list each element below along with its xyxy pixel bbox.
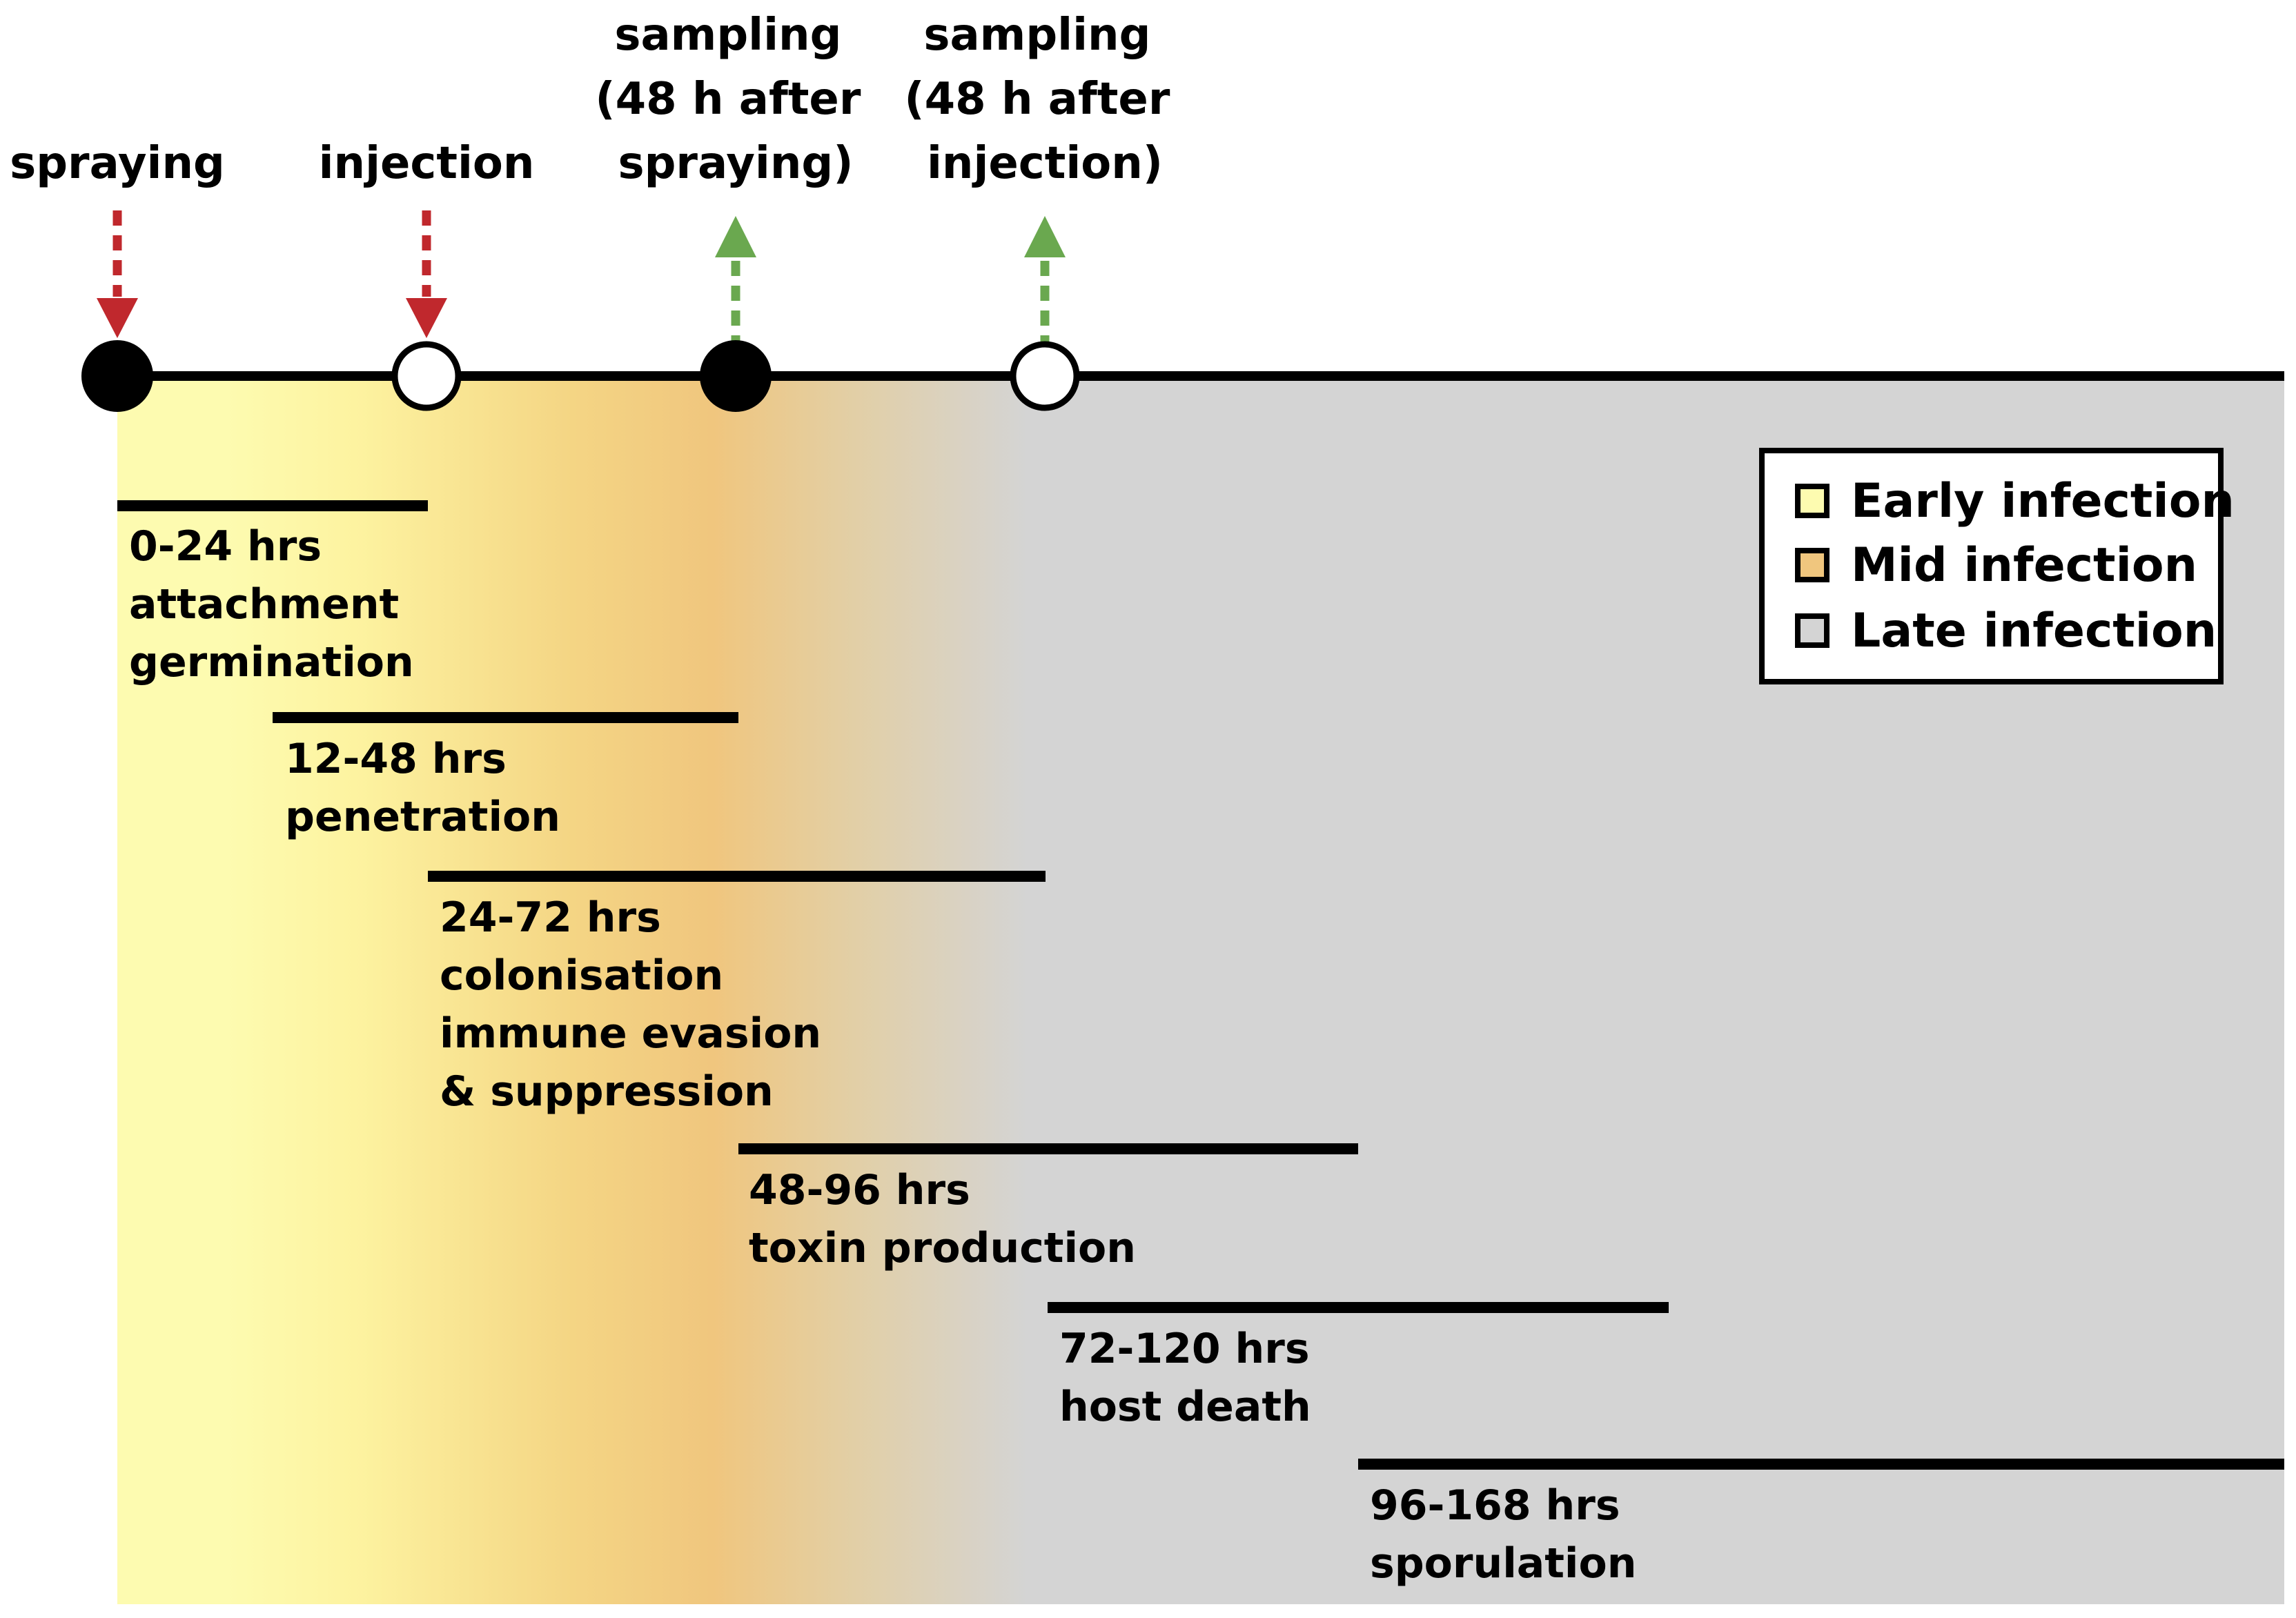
phase-text: 72-120 hrs host death (1059, 1325, 1324, 1431)
event-sampling-after-spraying: sampling (48 h after spraying) (595, 10, 876, 412)
event-label: spraying (10, 138, 225, 189)
legend-swatch-early (1795, 484, 1829, 518)
phase-text: 0-24 hrs attachment germination (129, 522, 414, 687)
legend-label: Mid infection (1851, 538, 2197, 593)
phase-96-168-hrs: 96-168 hrs sporulation (1358, 1459, 2284, 1588)
legend-item-mid: Mid infection (1795, 538, 2197, 593)
phase-text: 48-96 hrs toxin production (749, 1166, 1136, 1272)
event-spraying: spraying (10, 138, 225, 412)
phase-0-24-hrs: 0-24 hrs attachment germination (117, 500, 428, 687)
event-label: sampling (48 h after spraying) (595, 10, 876, 189)
legend-swatch-late (1795, 613, 1829, 648)
open-circle-marker (391, 341, 462, 411)
legend: Early infection Mid infection Late infec… (1759, 448, 2235, 684)
legend-item-late: Late infection (1795, 604, 2217, 658)
event-label: injection (319, 138, 535, 189)
legend-label: Late infection (1851, 604, 2217, 658)
open-circle-marker (1010, 341, 1080, 411)
phase-text: 24-72 hrs colonisation immune evasion & … (440, 894, 836, 1116)
down-arrow-icon (406, 298, 447, 338)
phase-48-96-hrs: 48-96 hrs toxin production (738, 1143, 1358, 1272)
event-sampling-after-injection: sampling (48 h after injection) (904, 10, 1185, 411)
phase-text: 12-48 hrs penetration (285, 735, 560, 841)
phase-12-48-hrs: 12-48 hrs penetration (273, 712, 738, 841)
legend-swatch-mid (1795, 548, 1829, 582)
event-injection: injection (319, 138, 535, 411)
legend-label: Early infection (1851, 474, 2235, 529)
down-arrow-icon (97, 298, 138, 338)
filled-circle-marker (81, 340, 153, 412)
phase-24-72-hrs: 24-72 hrs colonisation immune evasion & … (428, 871, 1046, 1116)
phase-72-120-hrs: 72-120 hrs host death (1048, 1302, 1669, 1431)
up-arrow-icon (715, 216, 756, 257)
event-label: sampling (48 h after injection) (904, 10, 1185, 189)
phase-text: 96-168 hrs sporulation (1370, 1481, 1636, 1588)
legend-box (1759, 448, 2224, 684)
legend-item-early: Early infection (1795, 474, 2235, 529)
filled-circle-marker (700, 340, 772, 412)
up-arrow-icon (1024, 216, 1066, 257)
